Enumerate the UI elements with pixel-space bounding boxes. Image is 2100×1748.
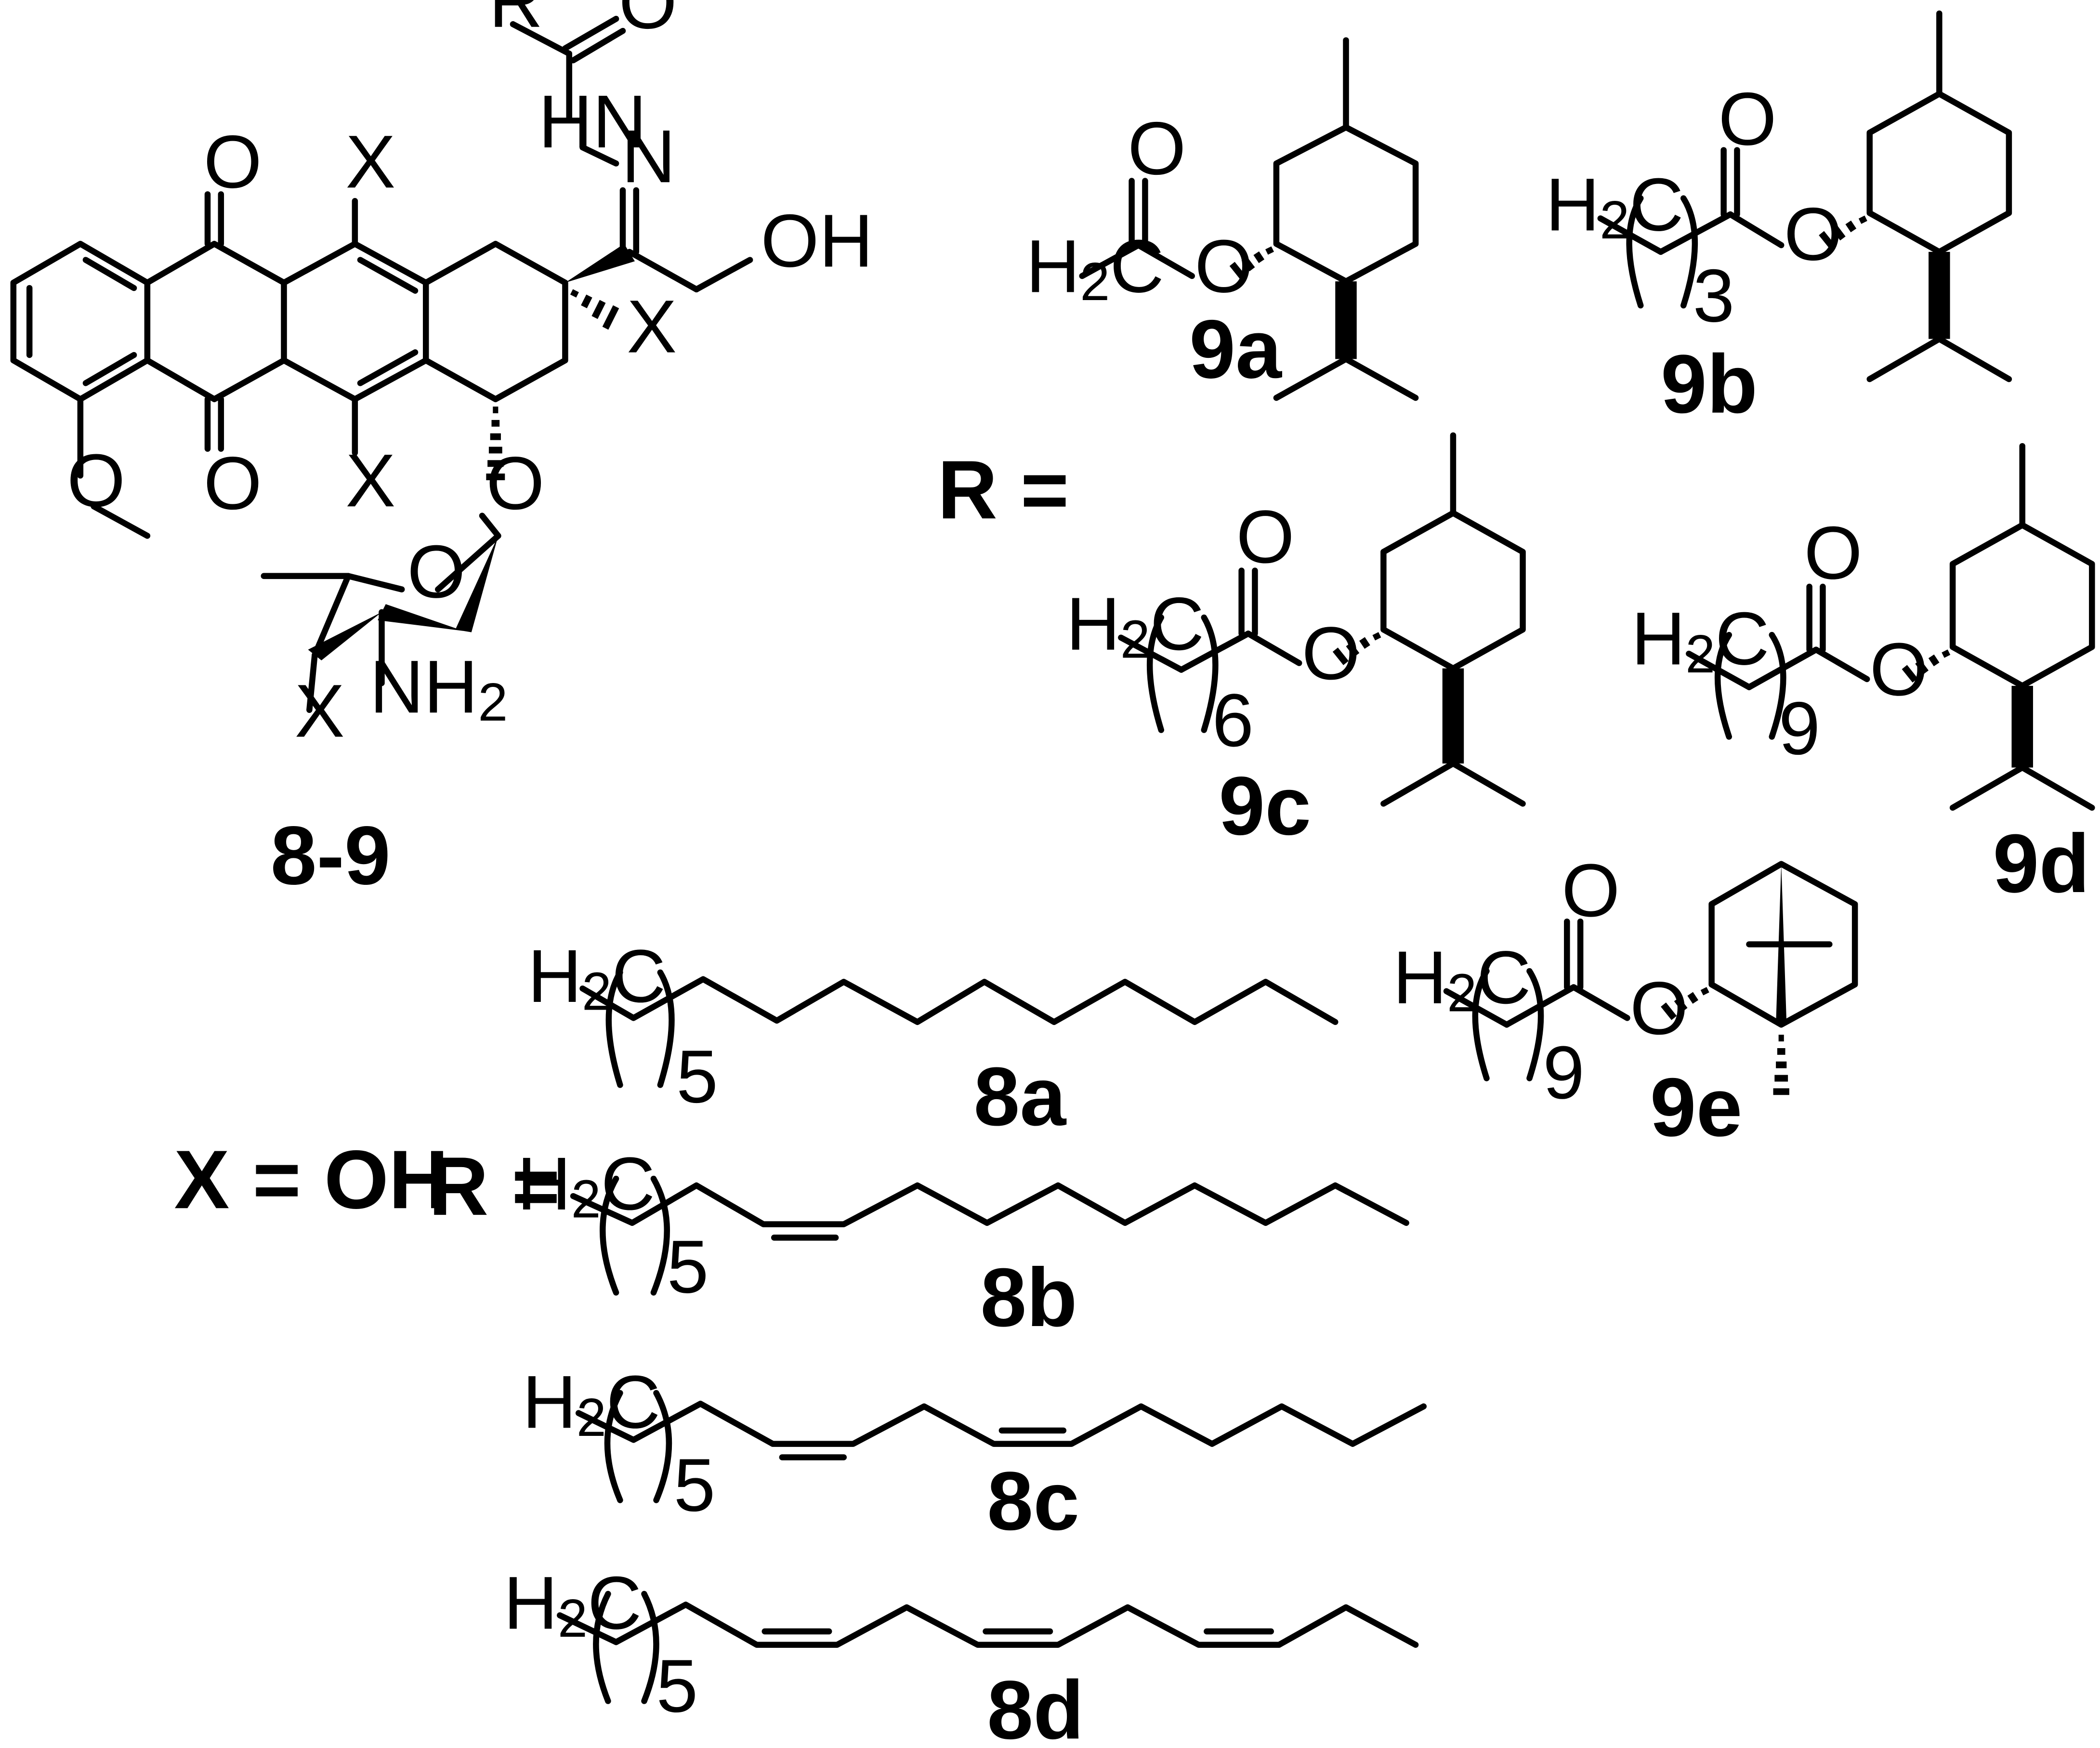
atom-label-9c-o-ester: O bbox=[1302, 611, 1360, 695]
atom-label-9e-o-ester: O bbox=[1630, 966, 1688, 1050]
atom-label-nh2: NH2 bbox=[369, 644, 508, 732]
atom-label-9b-o-carbonyl: O bbox=[1719, 77, 1777, 160]
compound-9c-structure bbox=[1118, 432, 1526, 807]
r-equals-label-top: R = bbox=[937, 443, 1069, 536]
atom-label-glycoside-o: O bbox=[486, 441, 544, 525]
repeat-count-9b: 3 bbox=[1693, 253, 1735, 337]
atom-label-9d-o-ester: O bbox=[1870, 627, 1928, 711]
atom-label-methoxy-o: O bbox=[67, 438, 125, 522]
atom-label-9a-o-carbonyl: O bbox=[1128, 106, 1186, 190]
atom-label-carbonyl-o: O bbox=[619, 0, 677, 44]
repeat-count-9e: 9 bbox=[1543, 1030, 1585, 1114]
repeat-count-8c: 5 bbox=[674, 1443, 716, 1527]
compound-8c-structure bbox=[575, 1390, 1427, 1503]
atom-label-oh: OH bbox=[761, 198, 873, 282]
repeat-count-9c: 6 bbox=[1212, 678, 1254, 762]
repeat-count-8d: 5 bbox=[656, 1644, 698, 1728]
atom-label-quinone-o-bottom: O bbox=[204, 441, 262, 525]
x-equals-label: X = OH bbox=[174, 1133, 448, 1226]
atom-label-9c-h2c: H2C bbox=[1066, 582, 1204, 670]
r-equals-label-bottom: R = bbox=[429, 1140, 560, 1233]
atom-label-x-bottom: X bbox=[345, 438, 395, 522]
atom-label-8a-h2c: H2C bbox=[528, 934, 666, 1022]
compound-9a-structure bbox=[1079, 37, 1419, 401]
compound-label-8c: 8c bbox=[987, 1455, 1079, 1548]
compound-8b-structure bbox=[570, 1175, 1409, 1296]
atom-label-9e-h2c: H2C bbox=[1393, 935, 1531, 1023]
atom-label-x-top: X bbox=[345, 119, 395, 203]
atom-label-hn: HN bbox=[538, 79, 647, 163]
repeat-count-8b: 5 bbox=[667, 1224, 709, 1308]
compound-8d-structure bbox=[557, 1590, 1419, 1704]
atom-label-9c-o-carbonyl: O bbox=[1236, 495, 1295, 578]
atom-label-x-c9: X bbox=[627, 284, 677, 368]
repeat-count-9d: 9 bbox=[1779, 686, 1821, 770]
compound-label-8a: 8a bbox=[974, 1050, 1067, 1143]
compound-8a-structure bbox=[579, 969, 1339, 1088]
compound-label-9e: 9e bbox=[1650, 1061, 1743, 1154]
compound-label-9a: 9a bbox=[1189, 302, 1282, 395]
atom-label-ring-o: O bbox=[407, 529, 465, 613]
compound-label-9c: 9c bbox=[1219, 759, 1311, 852]
compound-label-8d: 8d bbox=[987, 1663, 1084, 1748]
compound-label-8-9: 8-9 bbox=[271, 809, 391, 902]
atom-label-9b-o-ester: O bbox=[1784, 192, 1842, 276]
atom-label-n: N bbox=[621, 114, 675, 198]
atom-label-9a-h2c: H2C bbox=[1026, 224, 1164, 312]
compound-label-8b: 8b bbox=[980, 1251, 1077, 1344]
compound-9e-structure bbox=[1443, 861, 1858, 1095]
atom-label-r: R bbox=[489, 0, 543, 43]
atom-label-9a-o-ester: O bbox=[1194, 224, 1253, 308]
atom-label-8d-h2c: H2C bbox=[504, 1561, 642, 1648]
repeat-count-8a: 5 bbox=[676, 1035, 718, 1118]
compound-9b-structure bbox=[1597, 10, 2012, 382]
compound-label-9d: 9d bbox=[1993, 817, 2090, 910]
atom-label-9d-o-carbonyl: O bbox=[1804, 511, 1862, 594]
compound-label-9b: 9b bbox=[1661, 338, 1758, 431]
atom-label-9b-h2c: H2C bbox=[1546, 162, 1684, 250]
compound-9d-structure bbox=[1686, 443, 2095, 811]
atom-label-8c-h2c: H2C bbox=[522, 1360, 660, 1447]
atom-label-8b-h2c: H2C bbox=[517, 1142, 655, 1229]
atom-label-9e-o-carbonyl: O bbox=[1562, 848, 1620, 932]
parent-structure bbox=[10, 15, 753, 713]
atom-label-9d-h2c: H2C bbox=[1631, 596, 1770, 684]
atom-label-quinone-o-top: O bbox=[204, 119, 262, 203]
atom-label-x-sugar: X bbox=[295, 669, 345, 752]
